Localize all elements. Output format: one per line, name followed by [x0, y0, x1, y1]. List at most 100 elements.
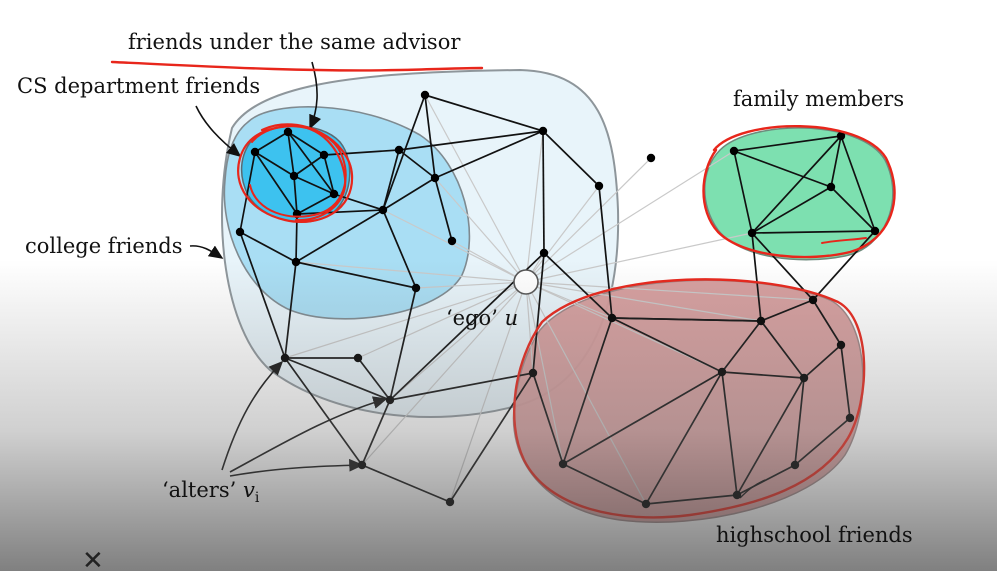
alters-word: ‘alters’ [162, 478, 237, 502]
network-edge [751, 230, 876, 234]
network-edge [424, 94, 436, 179]
alter-node [430, 173, 440, 183]
label-ego: ‘ego’ u [446, 306, 518, 330]
advisor-circle-annotation-2 [249, 125, 347, 218]
family-tick-annotation [821, 237, 867, 244]
alter-node [826, 182, 836, 192]
network-edge [434, 130, 544, 179]
alters-symbol: v [242, 478, 255, 502]
ego-symbol: u [504, 306, 519, 330]
alter-node [845, 413, 855, 423]
network-edge [830, 135, 842, 188]
network-edge [296, 193, 335, 215]
family-members-region [704, 127, 894, 261]
alter-node [447, 236, 457, 246]
network-edge [733, 150, 832, 188]
network-edge [830, 186, 876, 232]
network-edge [733, 150, 753, 234]
ego-spoke [525, 130, 544, 283]
network-edge [287, 131, 325, 156]
alter-node [607, 313, 617, 323]
alter-node [646, 153, 656, 163]
alters-arrow-1 [221, 360, 284, 471]
network-edge [382, 177, 436, 211]
alter-node [558, 459, 568, 469]
network-edge [295, 209, 384, 263]
alters-subscript: i [254, 490, 260, 507]
alter-node [808, 295, 818, 305]
highschool-friends-region [512, 279, 864, 523]
network-edge [239, 231, 297, 263]
network-edge [293, 175, 298, 215]
network-edge [382, 149, 400, 211]
alter-node [329, 189, 339, 199]
label-highschool-friends: highschool friends [716, 523, 913, 547]
network-edge [254, 151, 295, 177]
network-edge [840, 135, 876, 232]
family-circle-annotation [702, 125, 896, 259]
alter-node [836, 131, 846, 141]
alter-node [385, 395, 395, 405]
network-edge [254, 151, 298, 215]
alter-node [411, 283, 421, 293]
alter-node [717, 367, 727, 377]
college-pointer-arrow [189, 245, 224, 259]
network-edge [751, 186, 832, 234]
network-edge [293, 175, 335, 195]
alter-node [291, 257, 301, 267]
network-edge [382, 94, 426, 211]
label-family-members: family members [733, 87, 905, 111]
advisor-underline-annotation [110, 60, 484, 72]
alter-node [836, 340, 846, 350]
network-edge [296, 209, 384, 215]
network-edge [361, 464, 451, 503]
alter-node [289, 171, 299, 181]
alter-node [250, 147, 260, 157]
cs-pointer-arrow [195, 105, 242, 157]
network-edge [287, 131, 335, 195]
alter-node [280, 353, 290, 363]
network-edge [293, 154, 325, 177]
network-edge [398, 130, 544, 151]
alter-node [790, 460, 800, 470]
network-edge [287, 131, 295, 177]
ego-word: ‘ego’ [446, 306, 498, 330]
alter-node [378, 205, 388, 215]
alter-node [319, 150, 329, 160]
alter-node [528, 368, 538, 378]
alter-node [538, 126, 548, 136]
network-edge [323, 154, 335, 195]
ego-spoke [424, 94, 527, 283]
alter-node [747, 228, 757, 238]
network-edge [254, 131, 289, 153]
alter-node [353, 353, 363, 363]
network-edge [398, 149, 436, 179]
label-cs-department-friends: CS department friends [17, 74, 261, 98]
network-edge [424, 94, 544, 132]
label-alters: ‘alters’ vi [162, 478, 259, 506]
ego-node [513, 269, 539, 295]
network-edge [751, 135, 842, 234]
alter-node [870, 226, 880, 236]
alters-arrow-3 [229, 458, 364, 477]
alter-node [283, 127, 293, 137]
alter-node [641, 499, 651, 509]
alter-node [732, 490, 742, 500]
label-friends-under-same-advisor: friends under the same advisor [128, 30, 461, 54]
alter-node [420, 90, 430, 100]
alter-node [756, 316, 766, 326]
close-icon[interactable]: ✕ [82, 546, 104, 576]
network-edge [542, 130, 545, 254]
alter-node [799, 373, 809, 383]
alter-node [539, 248, 549, 258]
network-edge [434, 177, 453, 242]
network-edge [733, 135, 842, 152]
alter-node [594, 181, 604, 191]
label-college-friends: college friends [25, 234, 183, 258]
alter-node [235, 227, 245, 237]
alter-node [445, 497, 455, 507]
alter-node [357, 460, 367, 470]
alter-node [394, 145, 404, 155]
network-edge [542, 130, 600, 187]
alter-node [729, 146, 739, 156]
